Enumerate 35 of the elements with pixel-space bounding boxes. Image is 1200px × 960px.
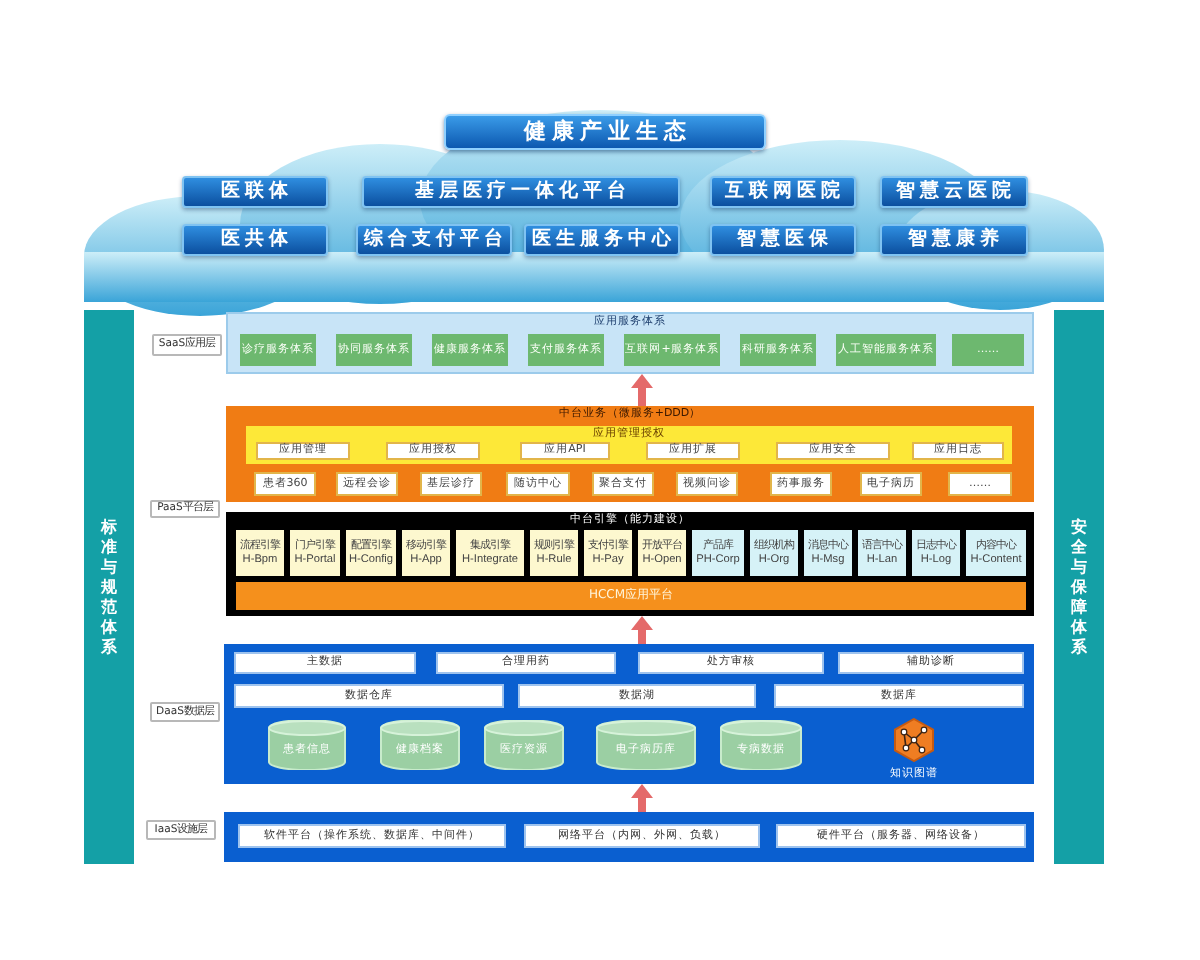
engine-panel xyxy=(226,512,1034,616)
layer-panel xyxy=(224,644,1034,784)
platform-box: 智慧云医院 xyxy=(880,176,1028,208)
engine-box xyxy=(804,530,852,576)
platform-box: 医联体 xyxy=(182,176,328,208)
engine-box xyxy=(858,530,906,576)
engine-box xyxy=(456,530,524,576)
engine-box xyxy=(750,530,798,576)
arrow xyxy=(631,616,653,644)
engine-box xyxy=(530,530,578,576)
engine-box xyxy=(584,530,632,576)
engine-box xyxy=(290,530,340,576)
title-banner: 健康产业生态 xyxy=(444,114,766,150)
side-column: 安全与保障体系 xyxy=(1054,310,1104,864)
layer-panel xyxy=(226,312,1034,374)
layer-panel xyxy=(224,812,1034,862)
engine-box xyxy=(346,530,396,576)
engine-box xyxy=(966,530,1026,576)
platform-box: 基层医疗一体化平台 xyxy=(362,176,680,208)
engine-box xyxy=(692,530,744,576)
arrow xyxy=(631,784,653,812)
engine-box xyxy=(912,530,960,576)
platform-box: 智慧康养 xyxy=(880,224,1028,256)
management-band xyxy=(246,426,1012,464)
arrow xyxy=(631,374,653,406)
layer-panel xyxy=(226,406,1034,502)
platform-box: 医共体 xyxy=(182,224,328,256)
platform-box: 互联网医院 xyxy=(710,176,856,208)
side-column: 标准与规范体系 xyxy=(84,310,134,864)
engine-box xyxy=(236,530,284,576)
platform-box: 智慧医保 xyxy=(710,224,856,256)
platform-box: 综合支付平台 xyxy=(356,224,512,256)
engine-box xyxy=(638,530,686,576)
platform-box: 医生服务中心 xyxy=(524,224,680,256)
engine-box xyxy=(402,530,450,576)
